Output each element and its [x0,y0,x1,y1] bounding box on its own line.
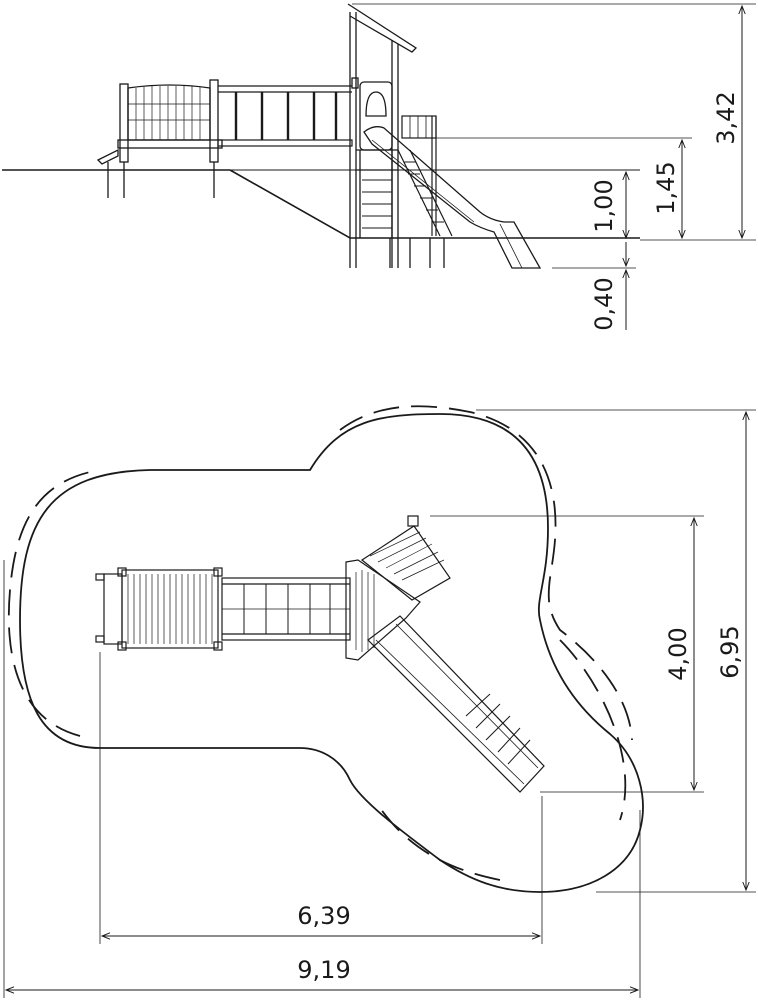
side-ladder [397,115,453,237]
bridge [217,85,353,147]
dimension-structure-depth: 4,00 [430,515,704,793]
dimension-platform-height: 1,00 [240,169,636,238]
dimension-label-structure-depth: 4,00 [664,627,692,680]
ground-line [2,169,640,239]
dimension-total-height: 3,42 [352,3,756,241]
plan-left-tower [95,567,223,651]
dimension-label-slide-height: 1,45 [652,161,680,214]
plan-bridge [221,577,351,641]
dimension-footing-depth: 0,40 [552,242,636,331]
plan-slide [367,615,545,793]
plan-main-tower [345,515,451,661]
safety-area-outline [19,413,644,893]
dimension-label-area-depth: 6,95 [716,625,744,678]
dimension-area-depth: 6,95 [476,409,756,893]
dimension-label-structure-width: 6,39 [297,902,350,930]
left-tower [96,79,223,198]
dimension-label-footing-depth: 0,40 [590,277,618,330]
plan-view: 4,00 6,95 6,39 9,19 [3,405,756,998]
dimension-label-area-width: 9,19 [297,956,350,984]
dimension-area-width: 9,19 [3,560,641,998]
slide [363,126,542,269]
dimension-label-platform-height: 1,00 [590,179,618,232]
dimension-slide-height: 1,45 [436,137,692,238]
dimension-label-total-height: 3,42 [712,91,740,144]
dimension-structure-width: 6,39 [99,652,543,944]
impact-area-outline [7,405,633,881]
main-tower [347,3,445,268]
elevation-view: 3,42 1,45 1,00 0,40 [2,3,756,331]
